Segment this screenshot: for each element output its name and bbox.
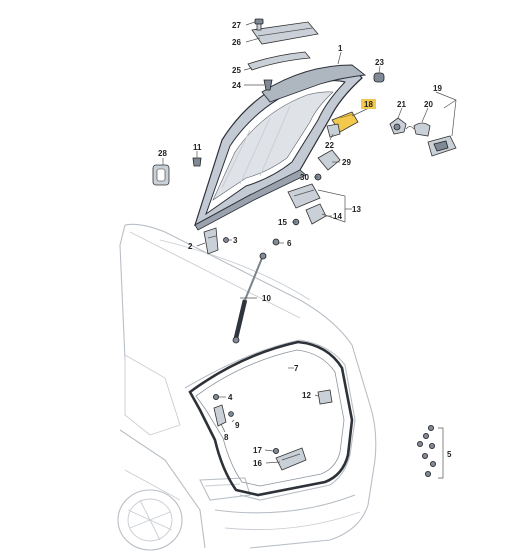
callout-26: 26 <box>232 38 241 47</box>
lock-16 <box>275 447 307 471</box>
connector-20 <box>405 122 431 137</box>
callout-16: 16 <box>253 459 262 468</box>
striker-12 <box>317 389 333 405</box>
callout-2: 2 <box>188 242 193 251</box>
leader-lines <box>162 21 457 464</box>
screw-17 <box>272 447 279 454</box>
callout-6: 6 <box>287 239 292 248</box>
tailgate-panel <box>193 64 367 231</box>
bolt-9 <box>228 411 234 417</box>
clip-24 <box>263 79 273 91</box>
callout-13: 13 <box>352 205 361 214</box>
bracket-22 <box>326 123 341 138</box>
callout-24: 24 <box>232 81 241 90</box>
callout-23: 23 <box>375 58 384 67</box>
callout-17: 17 <box>253 446 262 455</box>
callout-7: 7 <box>294 364 299 373</box>
callout-19: 19 <box>433 84 442 93</box>
callout-14: 14 <box>333 212 342 221</box>
car-body-outline <box>117 223 377 551</box>
clip-set-5 <box>416 424 444 479</box>
callout-10: 10 <box>262 294 271 303</box>
latch-19 <box>427 135 457 157</box>
bracket-29 <box>317 149 341 171</box>
callout-11: 11 <box>193 143 202 152</box>
callout-15: 15 <box>278 218 287 227</box>
hinge-2 <box>203 227 219 255</box>
callout-28: 28 <box>158 149 167 158</box>
tailgate-seal <box>188 340 354 497</box>
callout-20: 20 <box>424 100 433 109</box>
callout-3: 3 <box>233 236 238 245</box>
callout-4: 4 <box>228 393 233 402</box>
callout-1: 1 <box>338 44 343 53</box>
callout-18: 18 <box>364 100 373 109</box>
clip-11 <box>192 157 202 167</box>
callout-25: 25 <box>232 66 241 75</box>
cover-strip-26 <box>251 21 319 45</box>
lock-actuator-13 <box>287 183 321 209</box>
callout-21: 21 <box>397 100 406 109</box>
callout-22: 22 <box>325 141 334 150</box>
callout-29: 29 <box>342 158 351 167</box>
callout-labels: 1 2 3 4 5 6 7 8 9 10 11 12 13 14 15 16 1… <box>158 21 452 468</box>
ball-stud-6 <box>272 238 280 246</box>
bolt-27 <box>254 18 264 31</box>
callout-8: 8 <box>224 433 229 442</box>
stud-4 <box>212 393 219 400</box>
callout-30: 30 <box>300 173 309 182</box>
callout-27: 27 <box>232 21 241 30</box>
bolt-3 <box>223 237 229 243</box>
bracket-8 <box>213 404 227 427</box>
gas-strut-10 <box>232 252 267 344</box>
callout-5: 5 <box>447 450 452 459</box>
lock-cylinder-21 <box>389 117 407 135</box>
cap-23 <box>373 72 385 83</box>
grommet-28 <box>152 164 170 186</box>
callout-12: 12 <box>302 391 311 400</box>
highlight-18-background <box>361 99 376 109</box>
callout-9: 9 <box>235 421 240 430</box>
seal-strip-25 <box>247 51 311 71</box>
